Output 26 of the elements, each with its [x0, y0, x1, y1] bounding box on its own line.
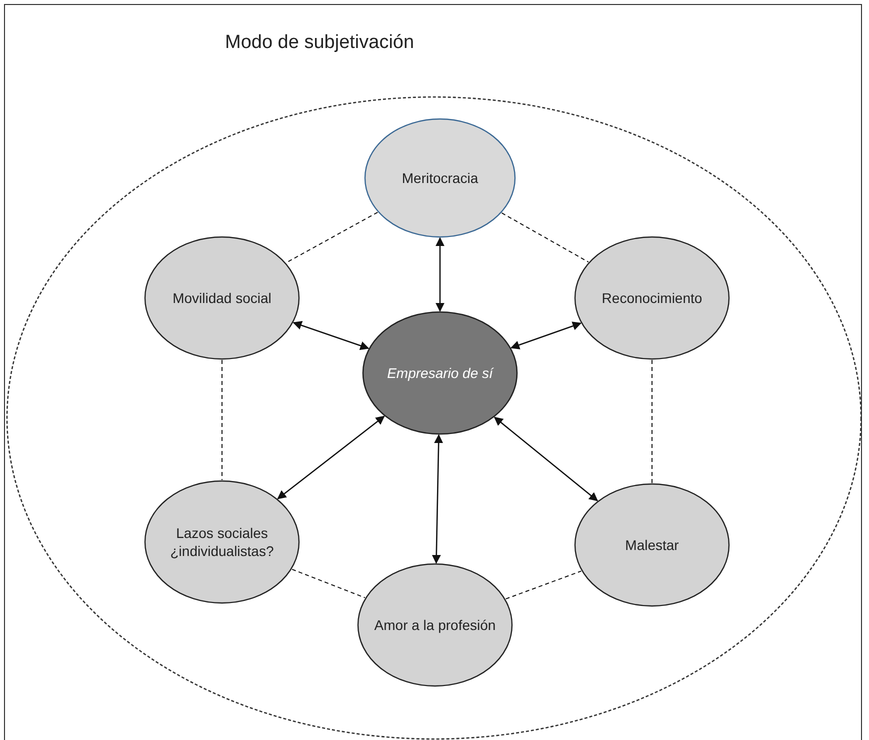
- node-label: Meritocracia: [400, 168, 480, 188]
- double-arrow: [292, 321, 370, 350]
- node-label: Malestar: [624, 536, 680, 554]
- double-arrow: [510, 322, 582, 350]
- central-ellipse: [362, 311, 518, 435]
- double-arrow: [436, 237, 444, 312]
- concept-ellipse: [144, 236, 300, 360]
- dashed-line: [505, 570, 582, 600]
- concept-ellipse: [574, 483, 730, 607]
- double-arrow: [432, 434, 444, 564]
- node-label: Lazos sociales ¿individualistas?: [169, 524, 275, 560]
- double-arrow: [277, 416, 385, 500]
- double-arrow: [494, 416, 598, 502]
- node-label: Empresario de sí: [386, 364, 495, 382]
- node-label: Reconocimiento: [600, 288, 704, 308]
- concept-ellipse: [357, 563, 513, 687]
- dashed-line: [292, 568, 366, 598]
- node-label: Movilidad social: [172, 288, 272, 308]
- node-label: Amor a la profesión: [373, 616, 497, 634]
- concept-ellipse: [144, 480, 300, 604]
- dashed-line: [286, 212, 378, 264]
- title: Modo de subjetivación: [225, 32, 414, 54]
- concept-ellipse: [574, 236, 730, 360]
- dashed-ellipse: [6, 96, 862, 740]
- concept-ellipse: [364, 118, 516, 238]
- dashed-line: [501, 212, 589, 263]
